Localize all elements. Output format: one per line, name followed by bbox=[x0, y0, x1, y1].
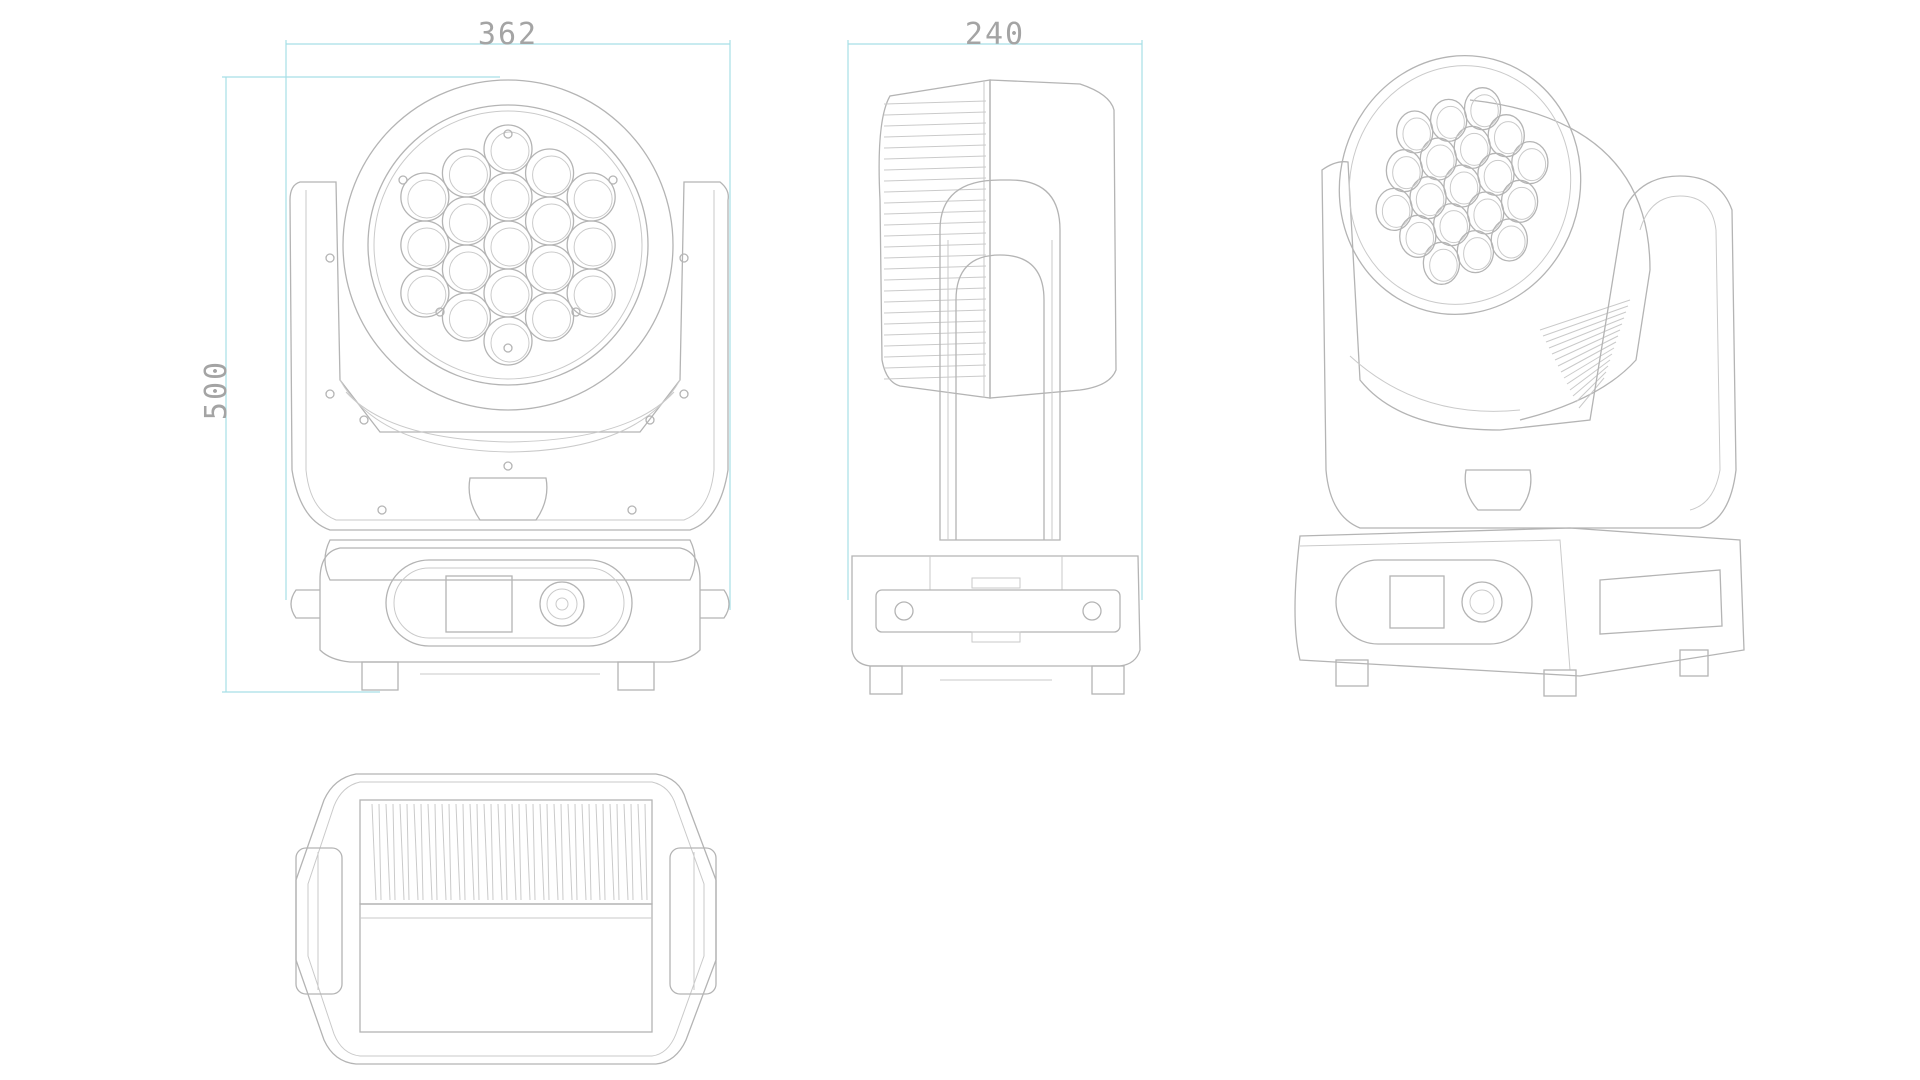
height-label: 500 bbox=[199, 360, 234, 420]
side-heatsink bbox=[878, 79, 991, 399]
front-control-wheel bbox=[539, 581, 585, 627]
lens bbox=[1466, 191, 1505, 235]
front-handle-right bbox=[700, 589, 730, 619]
persp-lens-array bbox=[1375, 87, 1549, 285]
lens bbox=[1409, 176, 1447, 220]
front-yoke bbox=[289, 181, 729, 531]
front-base bbox=[319, 547, 701, 663]
front-yoke-curve-inner bbox=[345, 391, 675, 443]
perspective-view bbox=[1294, 54, 1745, 697]
lens bbox=[1490, 218, 1529, 262]
front-screws bbox=[325, 253, 689, 515]
persp-display-panel bbox=[1335, 559, 1533, 645]
lens bbox=[1487, 114, 1525, 158]
front-handle-left bbox=[290, 589, 320, 619]
top-body bbox=[359, 903, 653, 1033]
top-arm-right bbox=[669, 847, 717, 995]
front-head-ring-inner bbox=[373, 110, 643, 380]
front-foot-left bbox=[361, 661, 399, 691]
persp-foot-right bbox=[1679, 649, 1709, 677]
lens bbox=[1477, 152, 1515, 196]
persp-control-wheel bbox=[1461, 581, 1503, 623]
side-view bbox=[851, 79, 1141, 695]
persp-fins bbox=[1539, 299, 1631, 409]
lens bbox=[524, 148, 575, 198]
lens bbox=[441, 148, 492, 198]
persp-base bbox=[1294, 527, 1745, 677]
front-display-screen bbox=[445, 575, 513, 633]
dimension-side-width: 240 bbox=[847, 17, 1143, 600]
lens bbox=[1456, 229, 1495, 274]
side-foot-right bbox=[1091, 665, 1125, 695]
lens bbox=[1433, 203, 1471, 247]
dimension-height: 500 bbox=[199, 76, 500, 693]
lens bbox=[441, 292, 492, 342]
side-heatsink-fins bbox=[883, 100, 987, 380]
front-head-ring bbox=[367, 104, 649, 386]
front-foot-right bbox=[617, 661, 655, 691]
front-head-outer bbox=[342, 79, 674, 411]
dimension-front-width: 362 bbox=[285, 17, 731, 610]
front-yoke-curve bbox=[339, 379, 681, 453]
side-yoke bbox=[939, 179, 1061, 541]
persp-head-face bbox=[1338, 54, 1582, 316]
top-heatsink-fins bbox=[371, 803, 648, 901]
side-width-label: 240 bbox=[965, 17, 1025, 52]
lens bbox=[1443, 164, 1481, 208]
persp-foot-front bbox=[1543, 669, 1577, 697]
top-outer-frame bbox=[295, 773, 717, 1065]
top-arm-left bbox=[295, 847, 343, 995]
front-lens-array bbox=[398, 124, 618, 366]
side-yoke-inner bbox=[955, 254, 1045, 540]
front-width-label: 362 bbox=[478, 17, 538, 52]
lens bbox=[1399, 214, 1437, 258]
persp-yoke bbox=[1321, 161, 1737, 529]
lens bbox=[1453, 125, 1491, 169]
lens bbox=[483, 316, 533, 366]
lens bbox=[1511, 141, 1549, 185]
lens bbox=[1429, 98, 1468, 143]
lens bbox=[1395, 110, 1434, 154]
front-view bbox=[289, 79, 730, 691]
front-display-panel bbox=[385, 559, 633, 647]
lens bbox=[1385, 149, 1424, 193]
front-base-top bbox=[324, 539, 696, 581]
front-yoke-inner bbox=[305, 190, 715, 521]
persp-badge bbox=[1464, 469, 1532, 511]
lens bbox=[524, 292, 575, 342]
side-knob-right bbox=[1082, 601, 1102, 621]
lens bbox=[1500, 179, 1539, 223]
lens bbox=[400, 220, 450, 270]
lens bbox=[483, 124, 533, 174]
side-knob-left bbox=[894, 601, 914, 621]
side-foot-left bbox=[869, 665, 903, 695]
persp-display-screen bbox=[1389, 575, 1445, 629]
side-head-body bbox=[989, 79, 1117, 399]
lens bbox=[1375, 187, 1413, 231]
lens bbox=[566, 220, 616, 270]
persp-head-back bbox=[1469, 99, 1651, 421]
front-badge bbox=[468, 477, 548, 521]
top-view bbox=[295, 773, 717, 1065]
lens bbox=[1419, 137, 1458, 181]
persp-side-handle bbox=[1599, 569, 1723, 635]
persp-foot-left bbox=[1335, 659, 1369, 687]
lens bbox=[1463, 87, 1502, 131]
lens bbox=[1422, 241, 1461, 285]
